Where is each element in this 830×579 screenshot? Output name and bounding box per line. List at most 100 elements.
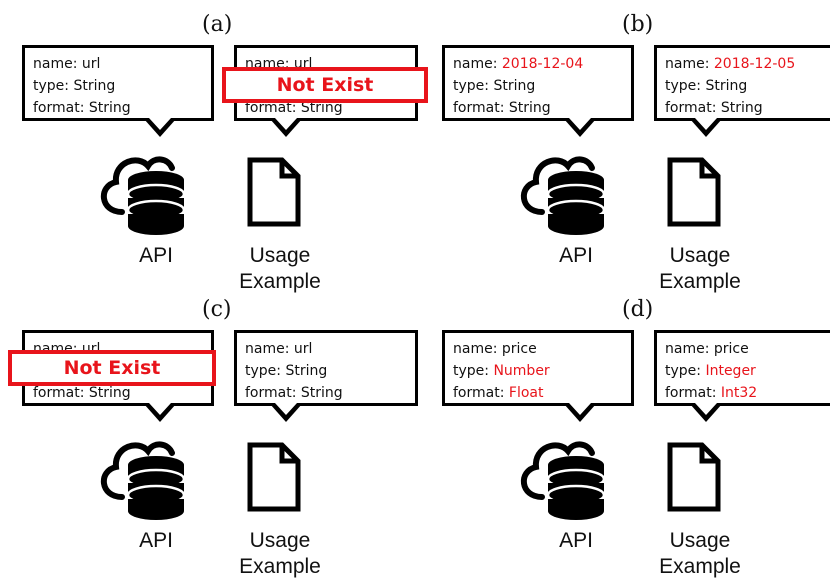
usage-spec-bubble-value: price: [713, 341, 749, 357]
api-spec-bubble-line: name: price: [453, 338, 623, 360]
api-spec-bubble-key: type:: [33, 78, 74, 94]
api-spec-bubble-value: Number: [493, 363, 550, 379]
usage-spec-bubble-line: type: Integer: [665, 360, 827, 382]
usage-spec-bubble-tail-inner: [695, 118, 717, 130]
usage-spec-bubble-key: format:: [665, 385, 721, 401]
api-spec-bubble-value: price: [501, 341, 537, 357]
usage-spec-bubble-value: Integer: [705, 363, 756, 379]
api-caption: API: [139, 244, 173, 267]
api-spec-bubble-value: 2018-12-04: [501, 56, 584, 72]
usage-spec-bubble-key: name:: [665, 341, 714, 357]
usage-spec-bubble-tail-inner: [275, 403, 297, 415]
api-spec-bubble-tail-inner: [569, 403, 591, 415]
usage-caption: Usage: [669, 244, 731, 267]
api-spec-bubble-tail-inner: [149, 118, 171, 130]
document-icon: [247, 442, 301, 512]
usage-spec-bubble-key: format:: [245, 100, 301, 116]
api-spec-bubble-tail-inner: [569, 118, 591, 130]
api-spec-bubble-line: type: String: [33, 75, 203, 97]
cloud-database-icon: [520, 156, 606, 235]
example-caption: Example: [239, 270, 321, 293]
usage-spec-bubble-value: String: [300, 100, 343, 116]
usage-spec-bubble-key: format:: [665, 100, 721, 116]
example-caption: Example: [659, 555, 741, 578]
api-spec-bubble-key: format:: [33, 385, 89, 401]
usage-caption: Usage: [249, 529, 311, 552]
panel-label: (a): [202, 12, 233, 37]
api-spec-bubble-key: type:: [453, 363, 494, 379]
api-spec-bubble-line: name: 2018-12-04: [453, 53, 623, 75]
cloud-database-icon: [100, 156, 186, 235]
api-spec-bubble-key: type:: [453, 78, 494, 94]
api-spec-bubble-key: format:: [453, 385, 509, 401]
usage-spec-bubble-line: type: String: [245, 360, 407, 382]
api-caption: API: [559, 244, 593, 267]
usage-spec-bubble-key: name:: [665, 56, 714, 72]
usage-spec-bubble-tail-inner: [275, 118, 297, 130]
usage-spec-bubble-value: String: [720, 100, 763, 116]
usage-spec-bubble-line: name: 2018-12-05: [665, 53, 827, 75]
api-spec-bubble-value: String: [493, 78, 536, 94]
usage-spec-bubble-line: name: url: [245, 338, 407, 360]
usage-spec-bubble-value: url: [293, 341, 313, 357]
example-caption: Example: [239, 555, 321, 578]
api-caption: API: [139, 529, 173, 552]
usage-spec-bubble-value: String: [285, 363, 328, 379]
api-spec-bubble-value: Float: [508, 385, 544, 401]
panel-label: (b): [622, 12, 654, 37]
api-spec-bubble-key: format:: [453, 100, 509, 116]
usage-spec-bubble-key: format:: [245, 385, 301, 401]
api-spec-bubble-key: name:: [453, 56, 502, 72]
usage-spec-bubble-line: format: Int32: [665, 382, 827, 404]
document-icon: [247, 157, 301, 227]
usage-spec-bubble-value: String: [705, 78, 748, 94]
usage-spec-bubble-line: name: price: [665, 338, 827, 360]
usage-spec-bubble-tail-inner: [695, 403, 717, 415]
panel-label: (d): [622, 297, 654, 322]
api-spec-bubble-key: format:: [33, 100, 89, 116]
api-spec-bubble-tail-inner: [149, 403, 171, 415]
api-spec-bubble-value: String: [88, 385, 131, 401]
usage-caption: Usage: [249, 244, 311, 267]
api-spec-bubble-line: format: Float: [453, 382, 623, 404]
usage-spec-bubble-value: String: [300, 385, 343, 401]
example-caption: Example: [659, 270, 741, 293]
panel-label: (c): [202, 297, 232, 322]
cloud-database-icon: [520, 441, 606, 520]
api-caption: API: [559, 529, 593, 552]
not-exist-badge: Not Exist: [8, 350, 216, 386]
api-spec-bubble-value: String: [88, 100, 131, 116]
usage-spec-bubble-value: Int32: [720, 385, 758, 401]
cloud-database-icon: [100, 441, 186, 520]
usage-spec-bubble-line: format: String: [665, 97, 827, 119]
api-spec-bubble-key: name:: [33, 56, 82, 72]
usage-spec-bubble-line: format: String: [245, 382, 407, 404]
usage-spec-bubble-key: type:: [245, 363, 286, 379]
document-icon: [667, 157, 721, 227]
api-spec-bubble-line: type: Number: [453, 360, 623, 382]
usage-caption: Usage: [669, 529, 731, 552]
api-spec-bubble-line: format: String: [453, 97, 623, 119]
api-spec-bubble-line: name: url: [33, 53, 203, 75]
api-spec-bubble-value: url: [81, 56, 101, 72]
api-spec-bubble-value: String: [508, 100, 551, 116]
usage-spec-bubble-key: name:: [245, 341, 294, 357]
api-spec-bubble-line: format: String: [33, 382, 203, 404]
api-spec-bubble-value: String: [73, 78, 116, 94]
usage-spec-bubble-value: 2018-12-05: [713, 56, 796, 72]
not-exist-badge: Not Exist: [222, 67, 428, 103]
api-spec-bubble-line: format: String: [33, 97, 203, 119]
api-spec-bubble-line: type: String: [453, 75, 623, 97]
usage-spec-bubble-key: type:: [665, 363, 706, 379]
usage-spec-bubble-line: type: String: [665, 75, 827, 97]
usage-spec-bubble-line: format: String: [245, 97, 407, 119]
document-icon: [667, 442, 721, 512]
usage-spec-bubble-key: type:: [665, 78, 706, 94]
